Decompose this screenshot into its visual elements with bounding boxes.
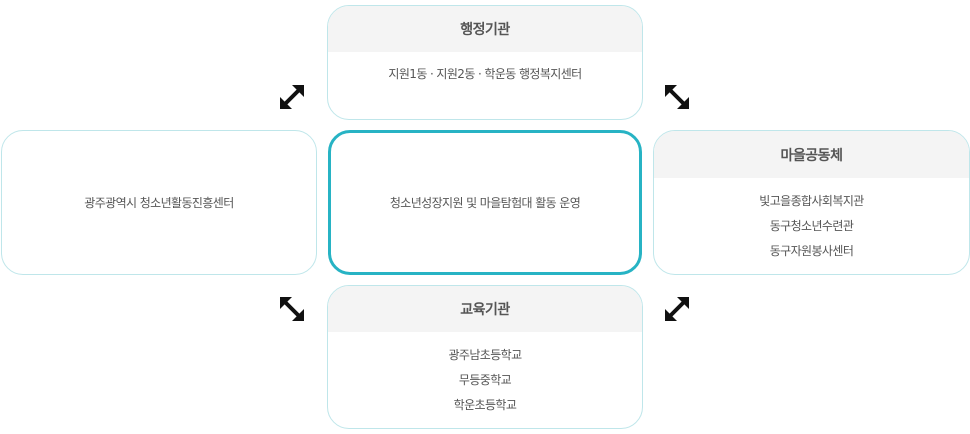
village-community-item: 동구청소년수련관 [769, 218, 854, 233]
village-community-list: 빛고을종합사회복지관 동구청소년수련관 동구자원봉사센터 [654, 178, 969, 274]
core-program-label: 청소년성장지원 및 마을탐험대 활동 운영 [389, 196, 581, 210]
village-community-item: 동구자원봉사센터 [769, 243, 854, 258]
education-agency-box: 교육기관 광주남초등학교 무등중학교 학운초등학교 [327, 285, 643, 429]
education-agency-item: 광주남초등학교 [448, 347, 522, 362]
education-agency-title: 교육기관 [328, 286, 642, 332]
double-arrow-diagonal-icon [280, 297, 304, 321]
admin-agency-title: 행정기관 [328, 6, 642, 52]
education-agency-list: 광주남초등학교 무등중학교 학운초등학교 [328, 332, 642, 428]
youth-center-label: 광주광역시 청소년활동진흥센터 [84, 196, 234, 210]
admin-agency-list: 지원1동 · 지원2동 · 학운동 행정복지센터 [328, 52, 642, 97]
village-community-box: 마을공동체 빛고을종합사회복지관 동구청소년수련관 동구자원봉사센터 [653, 130, 970, 275]
admin-agency-item: 지원1동 · 지원2동 · 학운동 행정복지센터 [388, 67, 582, 81]
youth-center-box: 광주광역시 청소년활동진흥센터 [1, 130, 317, 275]
education-agency-item: 무등중학교 [458, 372, 512, 387]
double-arrow-diagonal-icon [280, 85, 304, 109]
core-program-box: 청소년성장지원 및 마을탐험대 활동 운영 [328, 130, 642, 275]
village-community-item: 빛고을종합사회복지관 [759, 193, 864, 208]
double-arrow-diagonal-icon [665, 85, 689, 109]
double-arrow-diagonal-icon [665, 297, 689, 321]
admin-agency-box: 행정기관 지원1동 · 지원2동 · 학운동 행정복지센터 [327, 5, 643, 120]
education-agency-item: 학운초등학교 [453, 397, 517, 412]
village-community-title: 마을공동체 [654, 131, 969, 178]
